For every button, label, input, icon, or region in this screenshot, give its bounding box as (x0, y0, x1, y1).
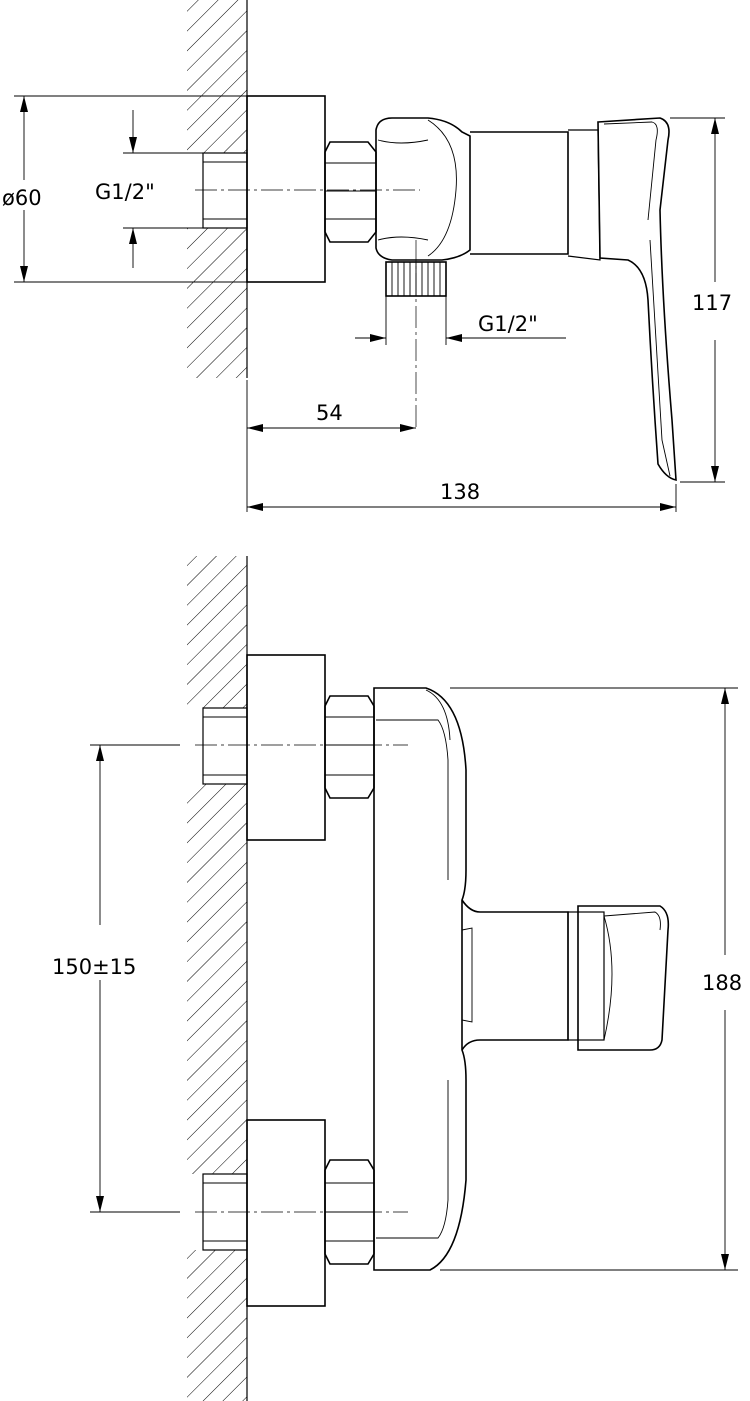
mixer-body-top (375, 117, 601, 261)
hex-nut-top (324, 141, 377, 243)
dim-150-label: 150±15 (52, 955, 136, 979)
escutcheon-top (246, 95, 326, 283)
dim-188-label: 188 (702, 971, 742, 995)
mixer-body-front (373, 687, 467, 1271)
diameter-label: ø60 (2, 186, 42, 210)
top-view: ø60 G1/2" G1/2" 54 (0, 0, 732, 512)
dim-outlet-thread: G1/2" (355, 296, 566, 345)
wall-hatch-front (187, 556, 248, 1401)
dim-wall-thread: G1/2" (95, 110, 203, 268)
dim-117: 117 (670, 117, 732, 483)
handle-housing-front (461, 899, 670, 1051)
dim-138: 138 (247, 480, 677, 512)
escutcheon-lower (246, 1119, 326, 1307)
front-view: 150±15 188 (52, 556, 742, 1401)
dim-117-label: 117 (692, 291, 732, 315)
dim-54-label: 54 (316, 401, 343, 425)
outlet-thread-top (385, 261, 447, 297)
lever-handle-top (597, 117, 677, 481)
wall-hatch-top (187, 0, 248, 378)
outlet-thread-label: G1/2" (478, 312, 538, 336)
escutcheon-upper (246, 654, 326, 841)
hex-nut-upper (324, 695, 375, 799)
dim-diameter: ø60 (0, 95, 247, 283)
wall-pipe-top (202, 152, 248, 229)
wall-thread-label: G1/2" (95, 180, 155, 204)
pipe-upper (202, 707, 248, 785)
dim-150: 150±15 (52, 744, 180, 1213)
dim-54: 54 (246, 380, 416, 512)
dim-188: 188 (440, 687, 742, 1271)
dim-138-label: 138 (440, 480, 480, 504)
